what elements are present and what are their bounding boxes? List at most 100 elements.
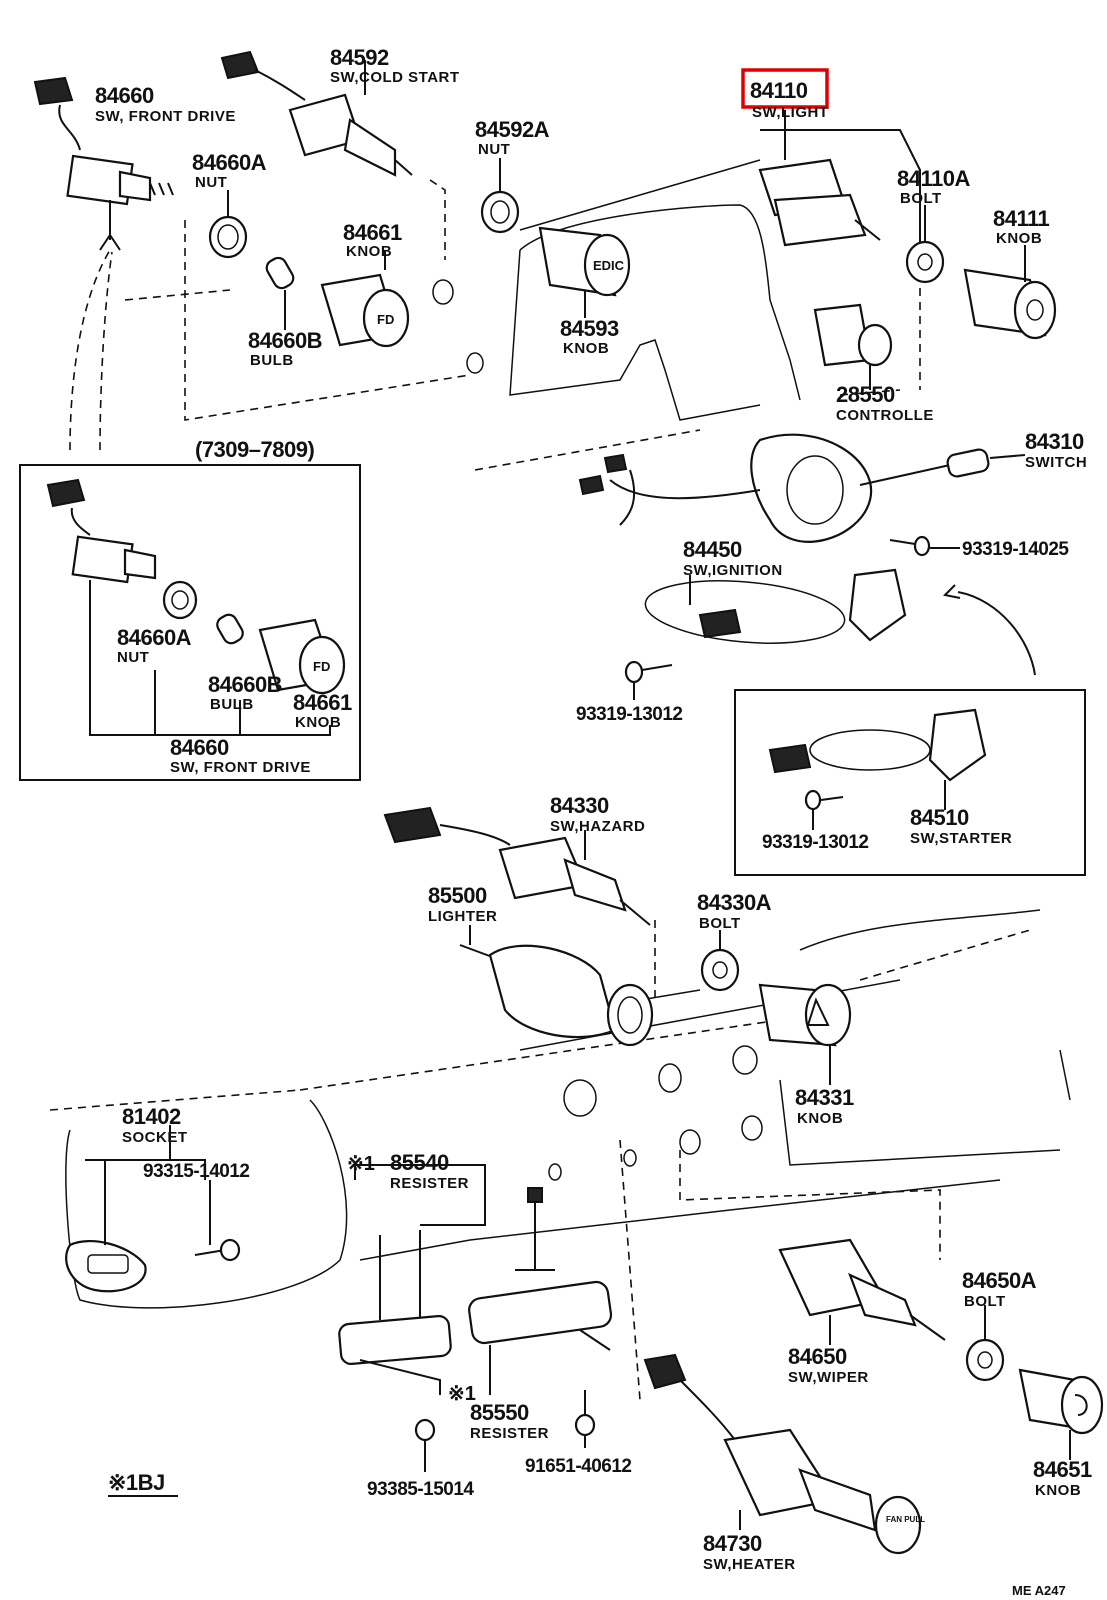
o-ring <box>466 352 484 374</box>
label-84592A-number: 84592A <box>475 117 550 142</box>
label-84111-number: 84111 <box>993 206 1050 231</box>
label-84660-name: SW, FRONT DRIVE <box>95 108 236 125</box>
figure-code: ME A247 <box>1012 1583 1066 1598</box>
part-85550-resister <box>468 1187 613 1395</box>
part-84592A-nut <box>480 158 520 234</box>
label-84330A-name: BOLT <box>699 915 741 932</box>
label-84660-number: 84660 <box>95 83 154 108</box>
part-84110-switch <box>758 110 881 247</box>
inset-left-label-84660A-number: 84660A <box>117 625 192 650</box>
knob-84730-text: FAN PULL <box>886 1515 925 1524</box>
label-84450-number: 84450 <box>683 537 742 562</box>
label-93385-15014-number: 93385-15014 <box>367 1479 474 1500</box>
knob-84661-text: FD <box>377 312 394 327</box>
label-84593-name: KNOB <box>563 340 609 357</box>
label-84651-number: 84651 <box>1033 1457 1092 1482</box>
inset-right-label-93319-13012-number: 93319-13012 <box>762 832 869 853</box>
label-84450-name: SW,IGNITION <box>683 562 783 579</box>
o-ring <box>679 1129 701 1155</box>
label-28550-number: 28550 <box>836 382 895 407</box>
label-84592-number: 84592 <box>330 45 389 70</box>
label-84110-number: 84110 <box>750 78 808 103</box>
label-84661-number: 84661 <box>343 220 402 245</box>
label-85500-number: 85500 <box>428 883 487 908</box>
label-85550-number: 85550 <box>470 1400 529 1425</box>
inset-right: 84510 SW,STARTER 93319-13012 <box>734 689 1086 876</box>
inset-left-label-84660-name: SW, FRONT DRIVE <box>170 759 311 776</box>
label-84730-name: SW,HEATER <box>703 1556 796 1573</box>
label-84730-number: 84730 <box>703 1531 762 1556</box>
label-28550-name: CONTROLLE <box>836 407 934 424</box>
inset-left-label-84661-name: KNOB <box>295 714 341 731</box>
label-84111-name: KNOB <box>996 230 1042 247</box>
label-84592-name: SW,COLD START <box>330 69 460 86</box>
part-84650A-bolt <box>965 1305 1005 1382</box>
inset-left-label-84661-number: 84661 <box>293 690 352 715</box>
inset-left-label-84660-number: 84660 <box>170 735 229 760</box>
label-84650-name: SW,WIPER <box>788 1369 869 1386</box>
label-93319-14025-number: 93319-14025 <box>962 539 1069 560</box>
label-85550-name: RESISTER <box>470 1425 549 1442</box>
part-84660A-nut <box>208 190 248 259</box>
label-84660A-number: 84660A <box>192 150 267 175</box>
part-84660-leader-arrows <box>69 249 113 451</box>
part-84593-knob: EDIC <box>538 226 631 318</box>
part-84651-knob <box>1018 1368 1104 1460</box>
part-84110A-bolt <box>905 205 945 284</box>
part-84650-wiper-switch <box>778 1238 946 1345</box>
label-84330-name: SW,HAZARD <box>550 818 645 835</box>
inset-left-label-84660A-name: NUT <box>117 649 149 666</box>
mark-85540: ※1 <box>347 1153 375 1175</box>
label-84110A-number: 84110A <box>897 166 970 191</box>
part-84330A-bolt <box>700 930 740 992</box>
label-84660A-name: NUT <box>195 174 227 191</box>
o-ring <box>732 1045 758 1075</box>
part-28550-controller <box>813 303 893 390</box>
part-85500-lighter <box>459 925 654 1047</box>
label-84331-name: KNOB <box>797 1110 843 1127</box>
label-93319-13012-number: 93319-13012 <box>576 704 683 725</box>
part-84450-ignition-switch <box>644 568 1036 676</box>
label-84330A-number: 84330A <box>697 890 772 915</box>
legend-note: ※1BJ <box>108 1470 165 1495</box>
inset-left: FD 84660A NUT 84660B BULB 84661 KNOB 846… <box>19 464 361 781</box>
o-ring <box>548 1163 562 1181</box>
o-ring <box>623 1149 637 1167</box>
label-85540-name: RESISTER <box>390 1175 469 1192</box>
label-84110-name: SW,LIGHT <box>752 104 829 121</box>
label-84110A-name: BOLT <box>900 190 942 207</box>
o-ring <box>432 279 454 305</box>
o-ring <box>563 1079 597 1117</box>
part-93315-14012-screw <box>194 1180 241 1262</box>
part-84310-switch <box>578 433 1026 543</box>
label-84651-name: KNOB <box>1035 1482 1081 1499</box>
o-ring <box>658 1063 682 1093</box>
label-84331-number: 84331 <box>795 1085 854 1110</box>
part-84330-hazard-switch <box>383 806 651 926</box>
label-91651-40612-number: 91651-40612 <box>525 1456 632 1477</box>
part-81402-socket <box>65 1125 206 1293</box>
label-84660B-name: BULB <box>250 352 294 369</box>
part-91651-40612-bolt <box>574 1390 596 1448</box>
part-84660B-bulb <box>265 256 295 330</box>
knob-84593-text: EDIC <box>593 258 625 273</box>
part-93319-13012-screw <box>624 660 673 700</box>
inset-left-knob-text: FD <box>313 659 330 674</box>
inset-right-label-84510-name: SW,STARTER <box>910 830 1012 847</box>
label-84310-number: 84310 <box>1025 429 1084 454</box>
part-93385-15014-bolt <box>414 1418 436 1472</box>
label-85540-number: 85540 <box>390 1150 449 1175</box>
inset-right-label-84510-number: 84510 <box>910 805 969 830</box>
part-84331-knob <box>758 983 852 1085</box>
label-84660B-number: 84660B <box>248 328 322 353</box>
part-93319-14025-screw <box>889 535 960 557</box>
label-81402-name: SOCKET <box>122 1129 188 1146</box>
inset-left-date-range: (7309–7809) <box>195 437 314 462</box>
part-84730-heater-switch: FAN PULL <box>643 1353 925 1555</box>
label-93315-14012-number: 93315-14012 <box>143 1161 250 1182</box>
label-81402-number: 81402 <box>122 1104 181 1129</box>
highlight-box-84110 <box>741 68 829 109</box>
label-84650A-name: BOLT <box>964 1293 1006 1310</box>
part-84661-knob: FD <box>320 250 410 348</box>
